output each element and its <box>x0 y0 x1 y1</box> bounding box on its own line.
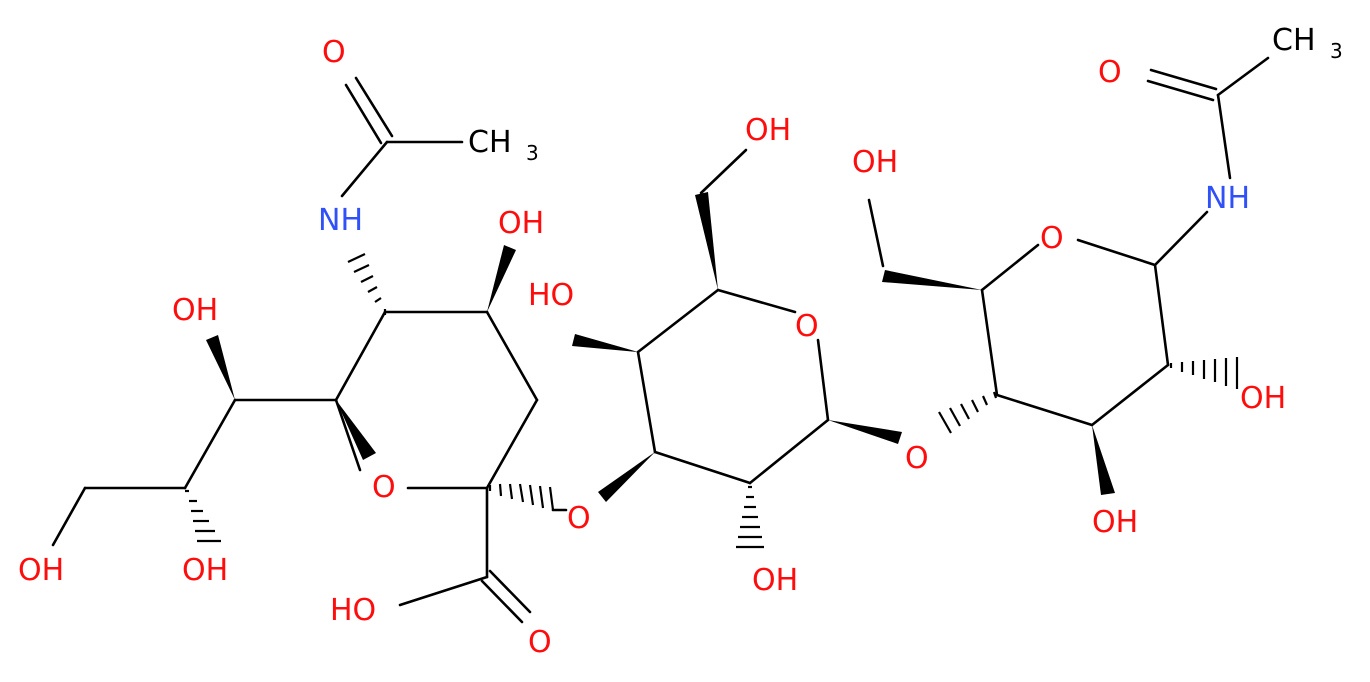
bond <box>980 243 1040 292</box>
atom-label-methyl: CH <box>1272 23 1316 58</box>
bond <box>716 288 797 314</box>
atom-label-hydroxyl: OH <box>182 553 228 588</box>
hashed-bond <box>736 485 764 549</box>
atom-label-ring-oxygen: O <box>1040 221 1064 256</box>
hashed-bond <box>185 489 221 543</box>
bond <box>748 418 830 485</box>
bond <box>1090 363 1170 427</box>
bond <box>1153 263 1170 367</box>
sialic-acid-unit <box>51 76 555 624</box>
bond <box>354 76 394 138</box>
atom-label-hydroxyl: HO <box>528 278 574 313</box>
wedge-bond <box>487 245 516 312</box>
hashed-bond <box>488 483 555 511</box>
atom-label-linkage-oxygen: O <box>567 501 591 536</box>
atom-label-hydroxyl: OH <box>752 563 798 598</box>
bond <box>1216 56 1270 97</box>
wedge-bond <box>828 420 902 444</box>
wedge-bond <box>882 270 982 290</box>
hashed-bond <box>938 391 998 434</box>
bond <box>1216 93 1232 180</box>
bond <box>51 486 87 547</box>
atom-label-ring-oxygen: O <box>795 309 819 344</box>
wedge-bond <box>336 400 376 460</box>
atom-label-hydroxyl: OH <box>1240 381 1286 416</box>
bond <box>183 398 237 490</box>
glucosamine-unit <box>867 56 1270 495</box>
bond <box>1149 68 1218 91</box>
atom-label-linkage-oxygen: O <box>905 441 929 476</box>
atom-label-hydroxyl: HO <box>330 593 376 628</box>
bond <box>398 575 489 607</box>
galactose-unit <box>551 148 902 549</box>
wedge-bond <box>695 192 718 290</box>
hashed-bond <box>347 253 387 315</box>
bond <box>1146 79 1215 102</box>
bond <box>485 310 539 402</box>
atom-label-hydroxyl: OH <box>1092 505 1138 540</box>
bond <box>334 398 362 472</box>
atom-label-hydroxyl: OH <box>852 145 898 180</box>
atom-label-methyl: CH <box>468 125 512 160</box>
bond <box>485 398 539 490</box>
atom-labels: O CH 3 NH OH OH OH OH O HO O OH HO HO O … <box>18 23 1343 660</box>
bond <box>636 350 657 454</box>
bond <box>636 288 720 354</box>
atom-label-subscript: 3 <box>526 141 539 165</box>
atom-label-nitrogen: NH <box>318 203 363 238</box>
bond <box>867 198 885 268</box>
atom-label-ring-oxygen: O <box>372 470 396 505</box>
atom-label-oxygen: O <box>322 35 346 70</box>
atom-label-subscript: 3 <box>1330 39 1343 63</box>
wedge-bond <box>206 335 235 400</box>
atom-label-hydroxyl: OH <box>172 293 218 328</box>
wedge-bond <box>1092 425 1115 495</box>
bond <box>480 579 524 624</box>
atom-label-nitrogen: NH <box>1205 181 1250 216</box>
bond <box>995 393 1094 427</box>
atom-label-hydroxyl: OH <box>18 553 64 588</box>
bond <box>488 569 532 614</box>
atom-label-hydroxyl: OH <box>498 206 544 241</box>
atom-label-hydroxyl: OH <box>745 113 791 148</box>
bond <box>334 310 387 402</box>
bond <box>980 288 999 397</box>
atom-label-carbonyl-oxygen: O <box>1098 55 1122 90</box>
wedge-bond <box>598 452 655 502</box>
bond <box>340 140 389 198</box>
bond <box>653 450 752 485</box>
bond <box>344 83 383 145</box>
bond <box>1076 238 1157 267</box>
bond <box>699 148 748 195</box>
bond <box>1153 210 1209 267</box>
wedge-bond <box>572 334 638 352</box>
bond <box>816 338 830 422</box>
hashed-bond <box>1169 357 1239 389</box>
atom-label-carbonyl-oxygen: O <box>528 625 552 660</box>
